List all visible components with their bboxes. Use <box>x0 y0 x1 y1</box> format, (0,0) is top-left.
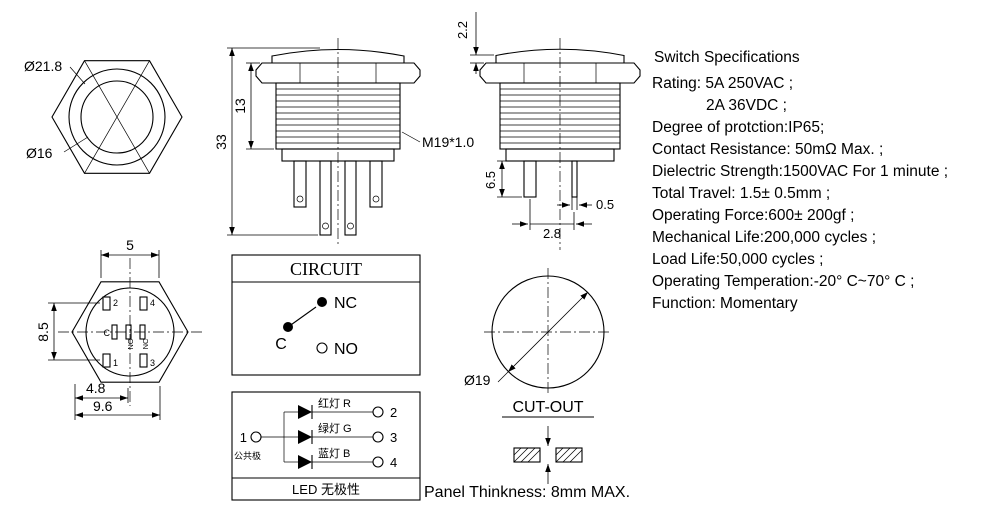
terminal-1 <box>250 431 262 443</box>
circuit-box <box>231 254 421 376</box>
led-symbol-blue <box>298 455 312 469</box>
led-symbol-red <box>298 405 312 419</box>
pin-thin <box>571 160 578 198</box>
common-label: C <box>275 336 287 353</box>
panel-section: Panel Thinkness: 8mm MAX. <box>424 426 630 501</box>
no-contact-dot <box>316 342 328 354</box>
pin-blade <box>369 160 383 208</box>
led-box <box>231 391 421 501</box>
pin-blade <box>523 160 537 198</box>
front-view: Ø21.8 Ø16 <box>24 58 183 174</box>
spec-line-travel: Total Travel: 1.5± 0.5mm ; <box>652 185 830 202</box>
thread-length-dim-label: 13 <box>232 98 248 114</box>
pin-label-1: 1 <box>113 358 118 368</box>
common-pole-label: 公共极 <box>234 450 261 461</box>
center-pin <box>139 324 146 340</box>
no-label: NO <box>334 341 358 358</box>
front-outer-dia-label: Ø21.8 <box>24 58 62 74</box>
spec-line-rating: Rating: 5A 250VAC ; <box>652 75 793 92</box>
nc-contact-dot <box>317 297 327 307</box>
pin-blade <box>344 160 357 236</box>
spec-line-load-life: Load Life:50,000 cycles ; <box>652 251 823 268</box>
contact-label-no: NO <box>126 338 135 349</box>
panel-slab-left <box>513 447 541 463</box>
front-outer-circle <box>68 68 166 166</box>
side-view-alt: 2.2 6.5 0.5 2.8 <box>455 12 641 250</box>
panel-slab-right <box>555 447 583 463</box>
pin-3 <box>139 353 148 368</box>
spec-line-force: Operating Force:600± 200gf ; <box>652 207 854 224</box>
row-pitch-dim-label: 8.5 <box>35 322 51 342</box>
hex-nut-side <box>479 62 641 84</box>
side-view-main: 33 13 M19*1.0 <box>213 38 474 245</box>
circuit-diagram: CIRCUIT C NC NO <box>231 254 421 376</box>
spec-line-rating2: 2A 36VDC ; <box>706 97 787 114</box>
terminal-4 <box>372 456 384 468</box>
pin-length-dim-label: 6.5 <box>483 171 498 189</box>
bottom-view: 2 4 1 3 C NO NC 5 8.5 4.8 9.6 <box>35 237 202 420</box>
top-width-dim-label: 5 <box>126 237 134 253</box>
spec-line-mech-life: Mechanical Life:200,000 cycles ; <box>652 229 876 246</box>
pin-blade <box>319 160 332 236</box>
spec-line-contact-resistance: Contact Resistance: 50mΩ Max. ; <box>652 141 883 158</box>
pin-pitch-dim-label: 2.8 <box>543 226 561 241</box>
hex-nut-side <box>255 62 421 84</box>
terminal-2 <box>372 406 384 418</box>
height-dim-label: 33 <box>213 134 229 150</box>
terminal-4-label: 4 <box>390 455 397 470</box>
front-inner-dia-label: Ø16 <box>26 145 53 161</box>
nc-label: NC <box>334 295 357 312</box>
pin-label-2: 2 <box>113 298 118 308</box>
terminal-3-label: 3 <box>390 430 397 445</box>
switch-base <box>281 148 395 162</box>
terminal-1-label: 1 <box>240 430 247 445</box>
led-symbol-green <box>298 430 312 444</box>
cutout-view: Ø19 CUT-OUT <box>464 268 612 418</box>
offset-b-dim-label: 9.6 <box>93 398 113 414</box>
contact-label-nc: NC <box>141 338 150 349</box>
pin-label-3: 3 <box>150 358 155 368</box>
contact-label-c: C <box>104 328 111 338</box>
thread-spec-label: M19*1.0 <box>422 134 474 150</box>
led-note: LED 无极性 <box>292 482 360 497</box>
cap-height-dim-label: 2.2 <box>455 21 470 39</box>
green-led-label: 绿灯 G <box>318 421 352 435</box>
hatch-right <box>555 447 583 463</box>
spec-line-function: Function: Momentary <box>652 295 798 312</box>
specs-title: Switch Specifications <box>654 49 800 66</box>
spec-line-protection: Degree of protction:IP65; <box>652 119 824 136</box>
bottom-hex-nut <box>71 281 189 383</box>
front-inner-circle <box>80 80 154 154</box>
spec-line-dielectric: Dielectric Strength:1500VAC For 1 minute… <box>652 163 948 180</box>
spec-line-temperature: Operating Temperation:-20° C~70° C ; <box>652 273 914 290</box>
circuit-title: CIRCUIT <box>290 259 362 279</box>
led-diagram: LED 无极性 1 公共极 红灯 R 2 绿灯 G 3 蓝灯 B 4 <box>231 391 421 501</box>
pin-1 <box>102 353 111 368</box>
bottom-body-circle <box>85 287 175 377</box>
blue-led-label: 蓝灯 B <box>318 447 350 460</box>
panel-thickness-note: Panel Thinkness: 8mm MAX. <box>424 484 630 501</box>
pin-thickness-dim-label: 0.5 <box>596 197 614 212</box>
thread-lines <box>276 88 400 144</box>
terminal-2-label: 2 <box>390 405 397 420</box>
offset-a-dim-label: 4.8 <box>86 380 106 396</box>
red-led-label: 红灯 R <box>318 397 351 410</box>
thread-lines <box>500 88 620 144</box>
center-pin <box>125 324 132 340</box>
pin-2 <box>102 296 111 311</box>
button-cap <box>495 48 625 64</box>
pin-label-4: 4 <box>150 298 155 308</box>
terminal-3 <box>372 431 384 443</box>
button-cap <box>271 48 405 64</box>
hatch-left <box>513 447 541 463</box>
pin-4 <box>139 296 148 311</box>
specs: Switch Specifications Rating: 5A 250VAC … <box>652 49 948 312</box>
center-pin <box>111 324 118 340</box>
cutout-title: CUT-OUT <box>512 399 583 416</box>
switch-base <box>505 148 615 162</box>
pin-blade <box>293 160 307 208</box>
cutout-dia-label: Ø19 <box>464 372 491 388</box>
